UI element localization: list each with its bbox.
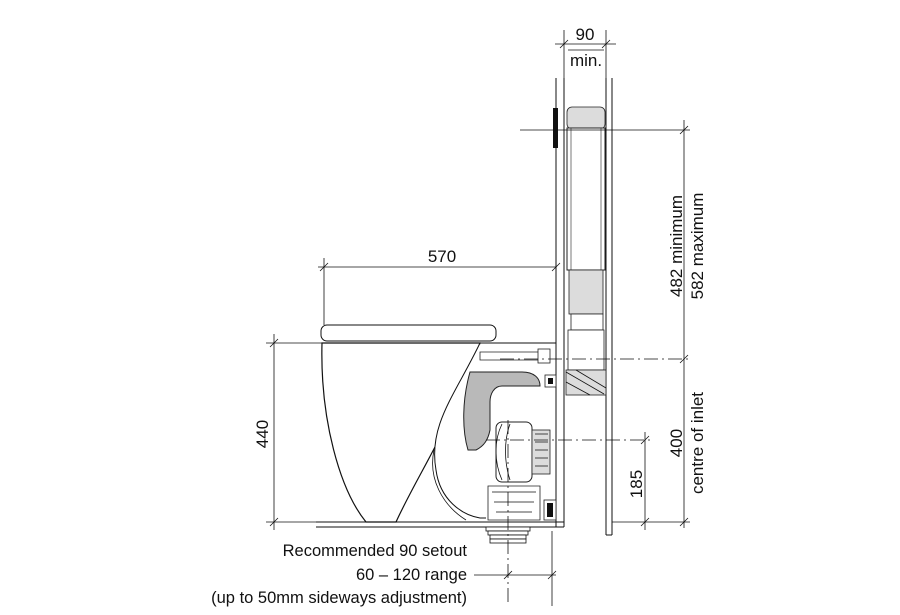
dimension-outlet-height: 185 [486,432,690,530]
wall-gap-note: min. [570,51,602,70]
wall-frame [316,78,613,536]
dimension-cistern-range: 482 minimum 582 maximum [520,120,707,528]
inlet-label: centre of inlet [688,392,707,494]
outlet-height-value: 185 [627,470,646,498]
inlet-height-value: 400 [667,429,686,457]
flush-button-icon [553,108,558,148]
cistern-minimum-label: 482 minimum [667,195,686,297]
inlet-centreline: 400 centre of inlet [500,358,707,527]
dimension-wall-gap: 90 min. [555,25,616,78]
wall-gap-value: 90 [576,25,595,44]
in-wall-cistern [565,106,607,396]
setout-note-line-3: (up to 50mm sideways adjustment) [211,589,467,607]
setout-dimension: Recommended 90 setout 60 – 120 range (up… [211,420,557,607]
toilet-pan [320,324,557,523]
height-value: 440 [253,420,272,448]
dimension-depth: 570 [318,247,561,325]
depth-value: 570 [428,247,456,266]
setout-note-line-2: 60 – 120 range [356,566,467,584]
cistern-maximum-label: 582 maximum [688,193,707,300]
setout-note-line-1: Recommended 90 setout [283,542,468,560]
dimension-height: 440 [253,334,322,530]
